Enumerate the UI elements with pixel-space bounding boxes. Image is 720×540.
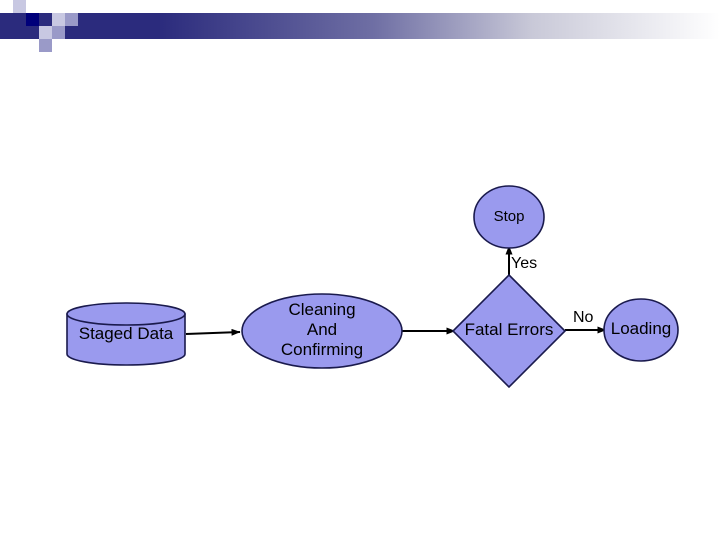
banner-square: [39, 0, 52, 13]
banner-square: [13, 0, 26, 13]
node-loading[interactable]: [603, 298, 679, 362]
banner-square: [52, 26, 65, 39]
node-stop[interactable]: [473, 185, 545, 249]
edge-staged-to-cleaning: [185, 328, 241, 336]
decorative-header-banner: [0, 0, 720, 52]
banner-square: [26, 13, 39, 26]
banner-square: [52, 13, 65, 26]
banner-square: [52, 0, 65, 13]
banner-square: [39, 26, 52, 39]
banner-square: [65, 13, 78, 26]
node-fatal-errors[interactable]: [451, 273, 567, 389]
banner-square: [52, 39, 65, 52]
banner-square: [26, 39, 39, 52]
connectors: [185, 245, 607, 336]
banner-square: [65, 26, 78, 39]
node-cleaning-and-confirming[interactable]: [241, 293, 403, 369]
banner-gradient-band: [0, 13, 720, 39]
banner-square: [39, 39, 52, 52]
node-staged-data[interactable]: [66, 302, 186, 366]
